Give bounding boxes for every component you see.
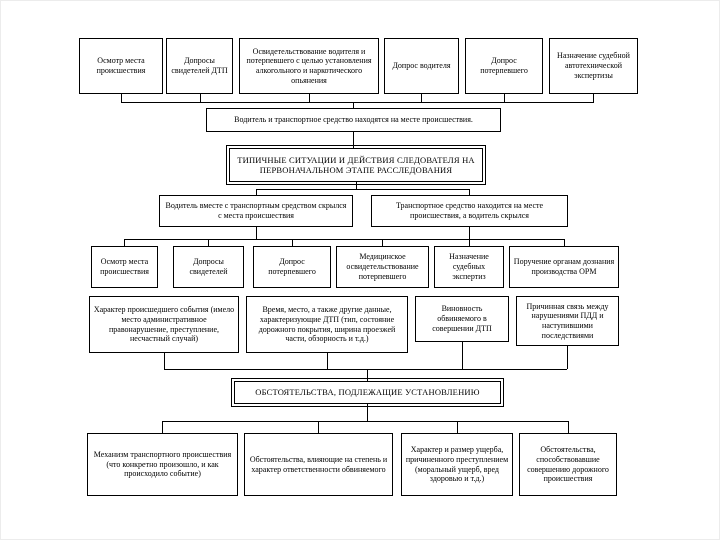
connector-line	[162, 421, 163, 433]
connector-line	[124, 239, 564, 240]
central-title-box: ТИПИЧНЫЕ СИТУАЦИИ И ДЕЙСТВИЯ СЛЕДОВАТЕЛЯ…	[226, 145, 486, 185]
flow-box-witness-interrogations: Допросы свидетелей ДТП	[166, 38, 233, 94]
connector-line	[353, 132, 354, 148]
flow-box-circumstance-event-nature: Характер происшедшего события (имело мес…	[89, 296, 239, 353]
connector-line	[121, 102, 594, 103]
flow-box-victim-interrogation: Допрос потерпевшего	[465, 38, 543, 94]
flow-box-medical-examination: Освидетельствование водителя и потерпевш…	[239, 38, 379, 94]
connector-line	[593, 94, 594, 102]
flow-box-followup-witness-interrogations: Допросы свидетелей	[173, 246, 244, 288]
flow-box-scene-inspection: Осмотр места происшествия	[79, 38, 163, 94]
flow-box-followup-scene-inspection: Осмотр места происшествия	[91, 246, 158, 288]
connector-line	[292, 239, 293, 246]
flow-box-driver-interrogation: Допрос водителя	[384, 38, 459, 94]
connector-line	[256, 227, 257, 239]
connector-line	[318, 421, 319, 433]
connector-line	[462, 342, 463, 369]
flow-box-followup-victim-interrogation: Допрос потерпевшего	[253, 246, 331, 288]
flow-box-situation-both-present: Водитель и транспортное средство находят…	[206, 108, 501, 132]
flow-box-situation-driver-fled-with-vehicle: Водитель вместе с транспортным средством…	[159, 195, 353, 227]
connector-line	[327, 353, 328, 369]
connector-line	[367, 404, 368, 421]
connector-line	[200, 94, 201, 102]
connector-line	[367, 369, 368, 381]
flow-box-followup-expertise: Назначение судебных экспертиз	[434, 246, 504, 288]
connector-line	[568, 421, 569, 433]
flow-box-circumstance-causal-link: Причинная связь между нарушениями ПДД и …	[516, 296, 619, 346]
connector-line	[353, 102, 354, 108]
connector-line	[457, 421, 458, 433]
flow-box-situation-vehicle-present-driver-fled: Транспортное средство находится на месте…	[371, 195, 568, 227]
connector-line	[256, 189, 257, 195]
connector-line	[469, 239, 470, 246]
connector-line	[469, 227, 470, 239]
connector-line	[164, 353, 165, 369]
flow-box-expertise-assignment: Назначение судебной автотехнической эксп…	[549, 38, 638, 94]
connector-line	[208, 239, 209, 246]
flow-box-circumstance-responsibility: Обстоятельства, влияющие на степень и ха…	[244, 433, 393, 496]
connector-line	[309, 94, 310, 102]
connector-line	[162, 421, 568, 422]
connector-line	[469, 189, 470, 195]
flow-box-followup-medical-examination: Медицинское освидетельствование потерпев…	[336, 246, 429, 288]
establish-title-box: ОБСТОЯТЕЛЬСТВА, ПОДЛЕЖАЩИЕ УСТАНОВЛЕНИЮ	[231, 378, 504, 407]
flow-box-circumstance-damage: Характер и размер ущерба, причиненного п…	[401, 433, 513, 496]
connector-line	[421, 94, 422, 102]
flow-box-circumstance-contributing-factors: Обстоятельства, способствовавшие соверше…	[519, 433, 617, 496]
connector-line	[504, 94, 505, 102]
connector-line	[567, 346, 568, 369]
connector-line	[124, 239, 125, 246]
connector-line	[256, 189, 470, 190]
flow-box-circumstance-time-place: Время, место, а также другие данные, хар…	[246, 296, 408, 353]
flow-box-circumstance-guilt: Виновность обвиняемого в совершении ДТП	[415, 296, 509, 342]
connector-line	[356, 182, 357, 189]
connector-line	[164, 369, 567, 370]
connector-line	[121, 94, 122, 102]
connector-line	[564, 239, 565, 246]
flow-box-followup-inquiry-orders: Поручение органам дознания производства …	[509, 246, 619, 288]
flow-box-circumstance-mechanism: Механизм транспортного происшествия (что…	[87, 433, 238, 496]
connector-line	[382, 239, 383, 246]
